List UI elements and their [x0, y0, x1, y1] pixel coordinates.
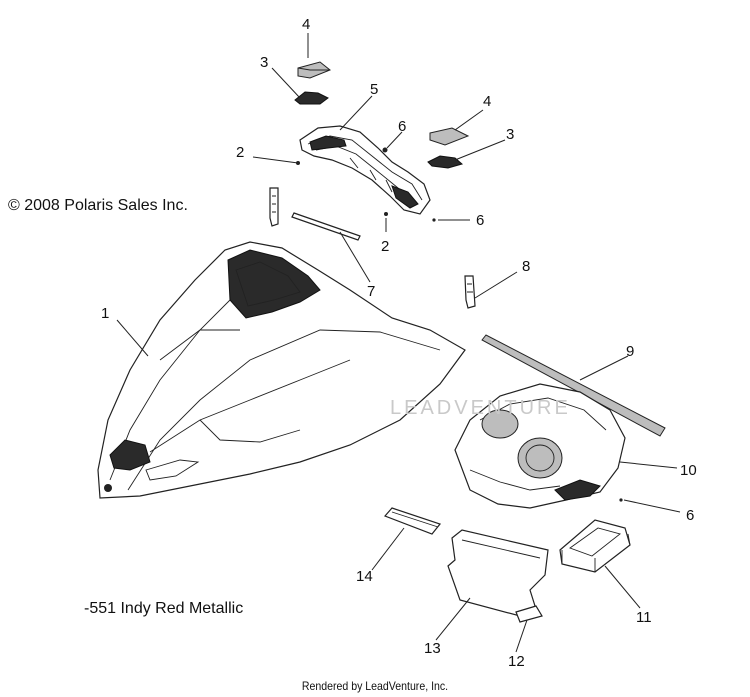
part-1-hood — [97, 241, 466, 499]
callout-12: 12 — [508, 653, 525, 670]
callout-9: 9 — [626, 343, 634, 360]
callout-labels: 4 3 5 4 6 3 2 6 2 8 7 1 9 10 6 14 11 13 … — [101, 16, 697, 670]
part-8-clip-right — [464, 275, 476, 309]
callout-14: 14 — [356, 568, 373, 585]
callout-10: 10 — [680, 462, 697, 479]
part-8-clip-left — [269, 187, 279, 227]
part-10-pod — [454, 383, 626, 509]
callout-3-top: 3 — [260, 54, 268, 71]
part-4-right — [429, 127, 470, 146]
part-4-top — [297, 61, 331, 79]
callout-1: 1 — [101, 305, 109, 322]
callout-4-top: 4 — [302, 16, 310, 33]
copyright-text: © 2008 Polaris Sales Inc. — [8, 197, 188, 214]
callout-3-right: 3 — [506, 126, 514, 143]
callout-2-left: 2 — [236, 144, 244, 161]
part-3-top — [294, 91, 329, 105]
part-5-console — [299, 125, 431, 215]
callout-8: 8 — [522, 258, 530, 275]
part-14-sheet — [383, 507, 442, 535]
fasteners — [296, 147, 623, 502]
callout-6-lower: 6 — [686, 507, 694, 524]
leader-lines — [116, 33, 681, 653]
callout-4-right: 4 — [483, 93, 491, 110]
part-3-right — [427, 155, 464, 169]
callout-11: 11 — [636, 609, 652, 626]
callout-13: 13 — [424, 640, 441, 657]
watermark-text: LEADVENTURE — [390, 397, 571, 419]
part-12-piece — [515, 605, 543, 623]
part-7-rod — [291, 212, 361, 241]
callout-2-lower: 2 — [381, 238, 389, 255]
callout-6-top: 6 — [398, 118, 406, 135]
callout-7: 7 — [367, 283, 375, 300]
part-11-box — [559, 519, 631, 573]
color-code-text: -551 Indy Red Metallic — [84, 600, 244, 617]
callout-6-mid: 6 — [476, 212, 484, 229]
part-13-sheet — [447, 529, 549, 617]
callout-5: 5 — [370, 81, 378, 98]
rendered-by-footer: Rendered by LeadVenture, Inc. — [301, 679, 449, 693]
